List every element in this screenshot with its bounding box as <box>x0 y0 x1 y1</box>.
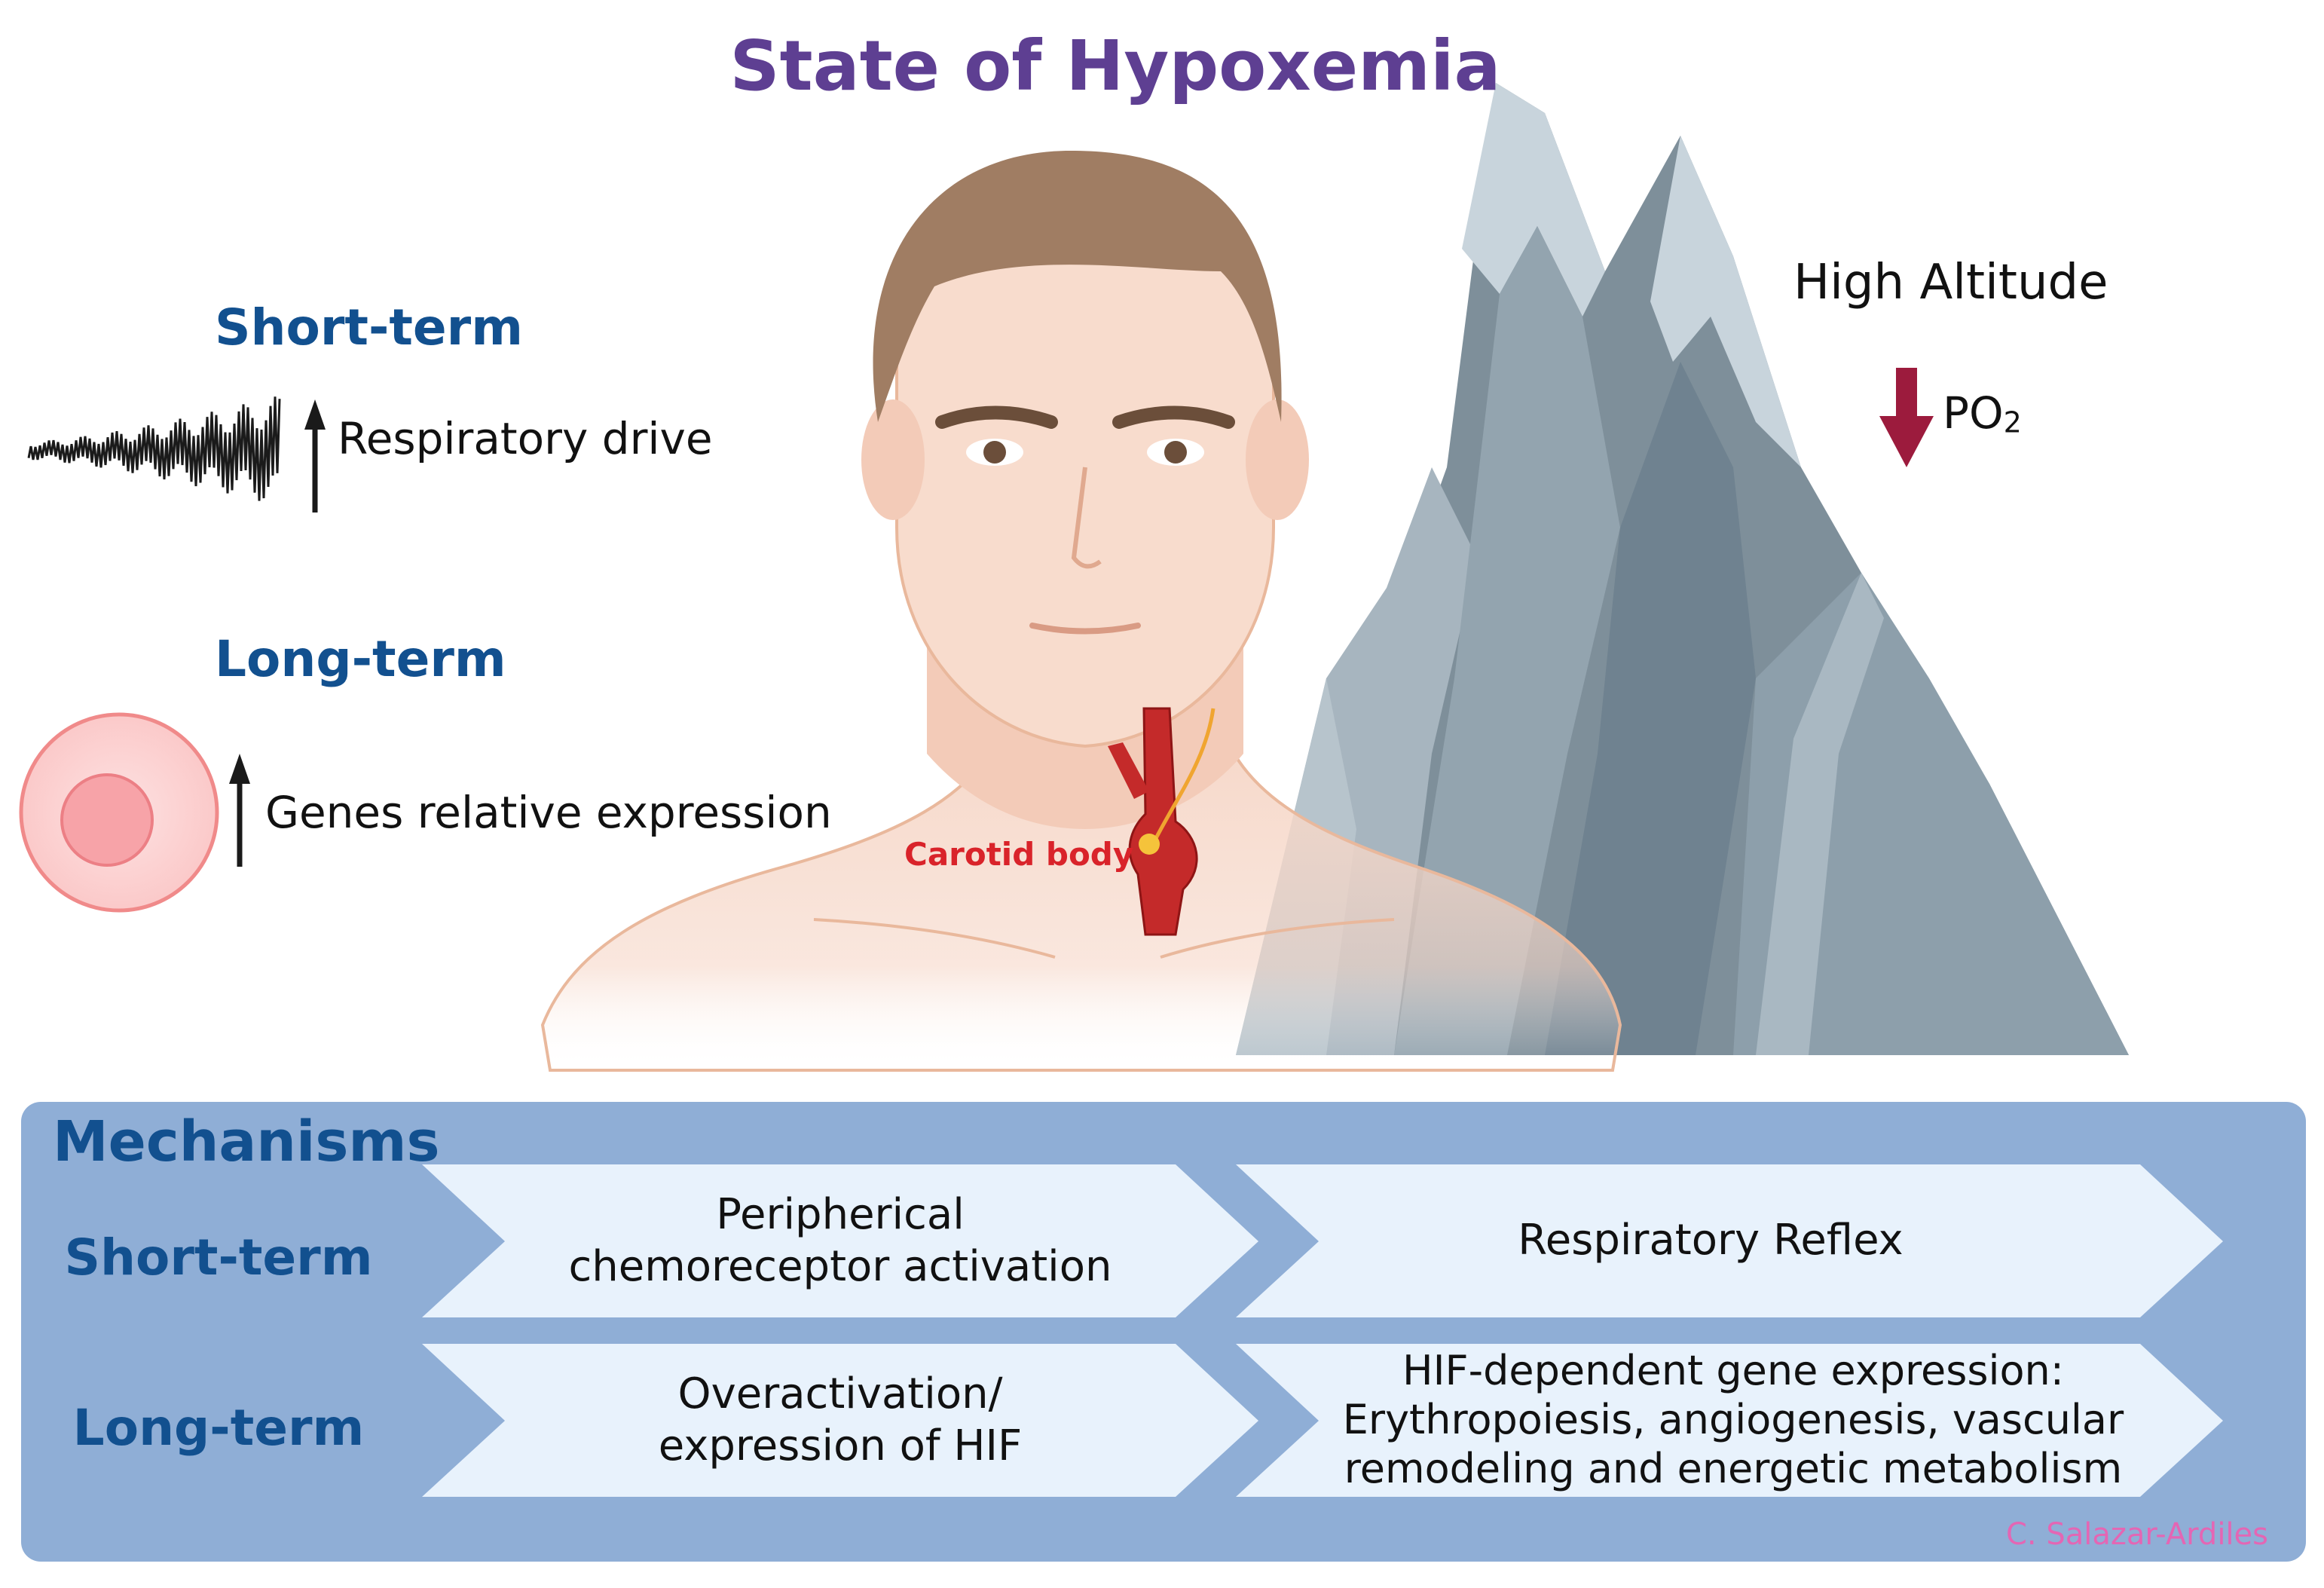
respiratory-waveform-icon <box>27 396 281 501</box>
carotid-body-label: Carotid body <box>904 836 1134 873</box>
mechanisms-panel <box>21 1102 2306 1562</box>
cell-icon <box>19 712 219 913</box>
carotid-artery-icon <box>1108 707 1216 936</box>
up-arrow-icon <box>229 754 250 867</box>
chevron-overactivation <box>422 1344 1258 1497</box>
step-overactivation-hif: Overactivation/ expression of HIF <box>658 1369 1023 1470</box>
step-respiratory-reflex: Respiratory Reflex <box>1518 1216 1904 1265</box>
chevron-hif-gene-expression <box>1236 1344 2223 1497</box>
mechanisms-heading: Mechanisms <box>53 1109 440 1174</box>
po2-label: PO2 <box>1943 387 2022 439</box>
chevron-respiratory-reflex <box>1236 1164 2223 1317</box>
chevron-peripherical <box>422 1164 1258 1317</box>
genes-expression-label: Genes relative expression <box>265 787 832 838</box>
down-arrow-icon <box>1879 368 1934 467</box>
short-term-heading: Short-term <box>215 298 523 356</box>
long-term-heading: Long-term <box>215 630 506 688</box>
step-hif-gene-expression: HIF-dependent gene expression: Erythropo… <box>1342 1347 2124 1492</box>
up-arrow-icon <box>304 399 326 513</box>
mechanisms-short-term-label: Short-term <box>64 1228 373 1287</box>
author-credit: C. Salazar-Ardiles <box>2005 1517 2268 1552</box>
step-peripherical-chemoreceptor: Peripherical chemoreceptor activation <box>568 1190 1112 1291</box>
respiratory-drive-label: Respiratory drive <box>338 413 713 464</box>
page-title: State of Hypoxemia <box>729 26 1501 106</box>
mechanisms-long-term-label: Long-term <box>72 1399 365 1457</box>
high-altitude-label: High Altitude <box>1793 255 2108 311</box>
